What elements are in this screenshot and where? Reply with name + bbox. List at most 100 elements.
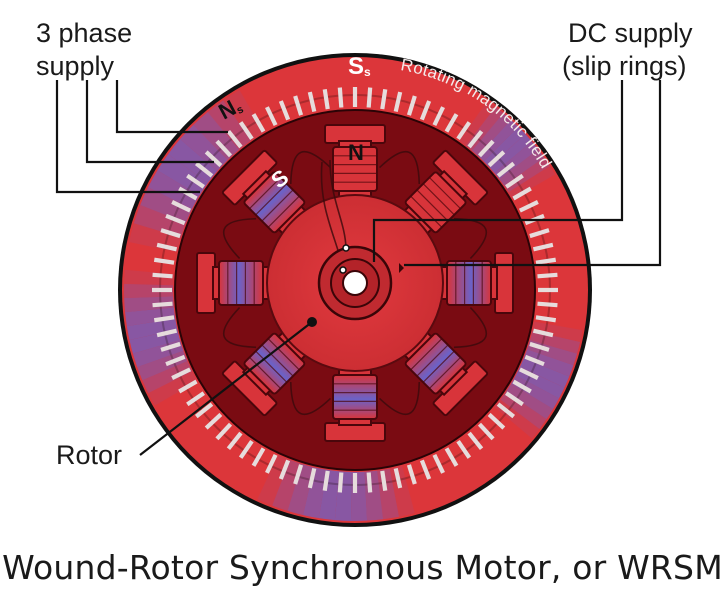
stator-slot — [322, 88, 330, 110]
rotor-pole — [438, 252, 514, 314]
stator-slot — [512, 186, 532, 201]
stator-slot — [156, 328, 178, 338]
stator-slot — [444, 447, 459, 467]
stator-slot — [251, 447, 266, 467]
stator-slot — [529, 341, 550, 352]
field-band-segment — [137, 350, 188, 381]
stator-slot — [366, 472, 373, 493]
field-band-segment — [148, 371, 198, 406]
winding-wire — [289, 381, 332, 416]
rotor-label: Rotor — [56, 440, 122, 470]
rotor-pole-north: N — [348, 140, 364, 165]
stator-slot — [477, 422, 495, 441]
stator-slot — [406, 464, 417, 485]
field-band-segment — [489, 133, 532, 174]
field-band-segment — [504, 157, 550, 193]
rotor-pole — [324, 124, 386, 200]
leader-rotor — [139, 321, 313, 456]
stator-slot — [152, 272, 173, 279]
stator-slot — [307, 91, 317, 113]
svg-text:s: s — [364, 65, 371, 79]
stator-slot — [226, 129, 243, 149]
stator-slot — [419, 100, 432, 121]
stator-slot — [467, 431, 484, 451]
stator-slot — [337, 87, 344, 108]
stator-slot — [307, 467, 317, 489]
stator-slot — [322, 470, 330, 492]
stator-slot — [532, 242, 554, 252]
rotor-pole — [196, 252, 272, 314]
field-band-segment — [129, 223, 181, 253]
stator-slot — [505, 173, 524, 189]
field-band-segment — [519, 358, 570, 388]
lead-wire — [329, 159, 347, 249]
field-band-segment — [483, 126, 526, 168]
stator-slot — [165, 354, 186, 367]
stator-slot — [537, 272, 558, 279]
winding-wire — [289, 150, 332, 185]
stator-slot — [293, 464, 304, 485]
stator-pole-south: S s — [348, 53, 371, 80]
stator-slot — [165, 213, 186, 226]
winding-wire — [453, 306, 488, 349]
field-band-segment — [133, 204, 186, 238]
stator-slot — [178, 186, 198, 201]
stator-slot — [537, 301, 558, 308]
stator-slot — [512, 379, 532, 394]
stator-slot — [524, 354, 545, 367]
stator-slot — [432, 453, 445, 474]
stator-slot — [153, 257, 175, 265]
winding-wire — [222, 217, 257, 260]
stator-slot — [204, 412, 223, 430]
stator-slot — [215, 422, 233, 441]
winding-wire — [378, 150, 421, 185]
diagram-caption: Wound-Rotor Synchronous Motor, or WRSM — [2, 548, 723, 587]
field-band-segment — [272, 459, 302, 511]
stator-slot — [238, 121, 254, 140]
stator-slot — [393, 91, 403, 113]
svg-text:s: s — [235, 103, 246, 116]
shaft — [342, 270, 368, 296]
stator-slot — [194, 402, 214, 419]
field-band-segment — [505, 383, 554, 420]
stator-slot — [265, 453, 278, 474]
field-band-segment — [257, 454, 290, 506]
leader-lines — [55, 80, 662, 456]
stator-slot — [518, 200, 539, 213]
field-band-segment — [318, 469, 340, 521]
stator-slot — [265, 106, 278, 127]
leader-3phase-c — [55, 80, 200, 194]
stator-slot — [380, 88, 388, 110]
stator-slots — [152, 87, 558, 493]
field-band-segment — [471, 113, 512, 156]
rotor-poles — [196, 124, 514, 442]
field-band-segment — [140, 187, 192, 224]
field-band-segment — [148, 170, 200, 210]
rotor-marker-dot — [307, 317, 317, 327]
field-band-segment — [123, 283, 174, 299]
stator-slot — [535, 315, 557, 323]
stator-slot — [456, 121, 472, 140]
stator-slot — [467, 129, 484, 149]
stator-slot — [156, 242, 178, 252]
winding-wire — [222, 306, 257, 349]
winding-wire — [378, 381, 421, 416]
field-band-segment — [124, 296, 174, 313]
stator-slot — [153, 315, 175, 323]
field-band-segment — [459, 100, 496, 146]
leader-dc-2 — [404, 80, 662, 267]
rotor-pole — [324, 366, 386, 442]
field-band-segment — [223, 89, 264, 141]
field-band-segment — [499, 149, 545, 186]
stator-slot — [194, 161, 214, 178]
stator-slot — [293, 95, 304, 116]
stator-slot — [337, 472, 344, 493]
three-phase-label-line2: supply — [36, 51, 115, 81]
dc-supply-label-line1: DC supply — [568, 18, 693, 48]
brush-contact — [399, 263, 404, 273]
field-band-segment — [125, 307, 176, 327]
stator-slot — [529, 228, 550, 239]
stator-slot — [380, 470, 388, 492]
stator-slot — [535, 257, 557, 265]
